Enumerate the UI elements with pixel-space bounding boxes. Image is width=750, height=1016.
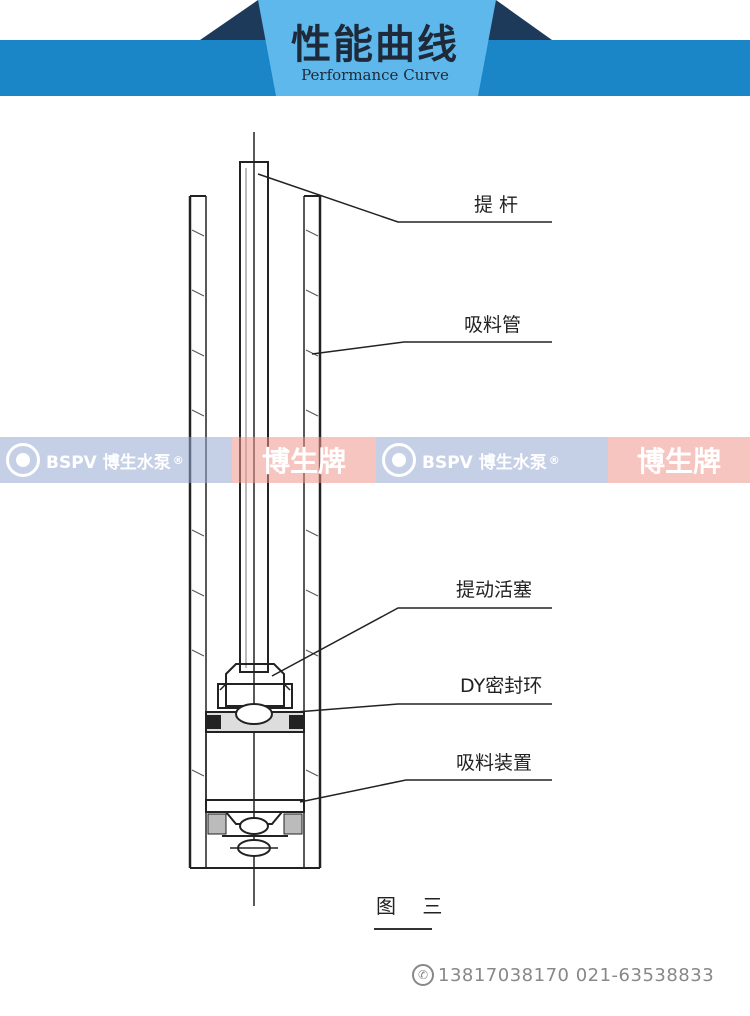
contact-phone-numbers: 13817038170 021-63538833 [438, 964, 715, 986]
leader-lift-rod [257, 173, 552, 223]
watermark-registered: ® [172, 453, 184, 467]
label-suction-pipe: 吸料管 [464, 314, 522, 336]
header-tab-shape [200, 0, 552, 96]
leader-seal-ring [295, 703, 552, 713]
page-title: 性能曲线 [291, 22, 459, 68]
brand-logo-icon [382, 443, 416, 477]
figure-caption: 图 三 [376, 894, 453, 918]
watermark-brand-cn: 博生牌 [261, 445, 346, 478]
watermark-blue-left: BSPV 博生水泵 ® [0, 437, 232, 483]
label-lift-piston: 提动活塞 [456, 579, 533, 601]
watermark-band: BSPV 博生水泵 ® 博生牌 BSPV 博生水泵 ® 博生牌 [0, 437, 750, 483]
page-subtitle: Performance Curve [301, 66, 449, 84]
watermark-red-right: 博生牌 [608, 437, 750, 483]
label-seal-ring: DY密封环 [460, 675, 543, 697]
brand-logo-icon [6, 443, 40, 477]
leader-lift-piston [271, 607, 552, 677]
lift-rod [239, 161, 269, 673]
pump-cross-section-diagram [188, 132, 552, 906]
piston-body [205, 731, 305, 801]
watermark-brand-en: BSPV 博生水泵 [46, 452, 171, 473]
watermark-brand-cn: 博生牌 [636, 445, 721, 478]
watermark-brand-en: BSPV 博生水泵 [422, 452, 547, 473]
watermark-registered: ® [548, 453, 560, 467]
caption-underline [374, 928, 432, 930]
label-lift-rod: 提 杆 [474, 194, 519, 216]
leader-suction-pipe [311, 341, 552, 355]
lift-piston [225, 663, 285, 707]
suction-device [205, 799, 305, 813]
watermark-blue-right: BSPV 博生水泵 ® [376, 437, 608, 483]
phone-icon: ✆ [412, 964, 434, 986]
leader-suction-device [299, 779, 552, 803]
footer-contact: ✆ 13817038170 021-63538833 [412, 964, 714, 986]
label-suction-device: 吸料装置 [456, 752, 533, 774]
watermark-red-left: 博生牌 [232, 437, 376, 483]
